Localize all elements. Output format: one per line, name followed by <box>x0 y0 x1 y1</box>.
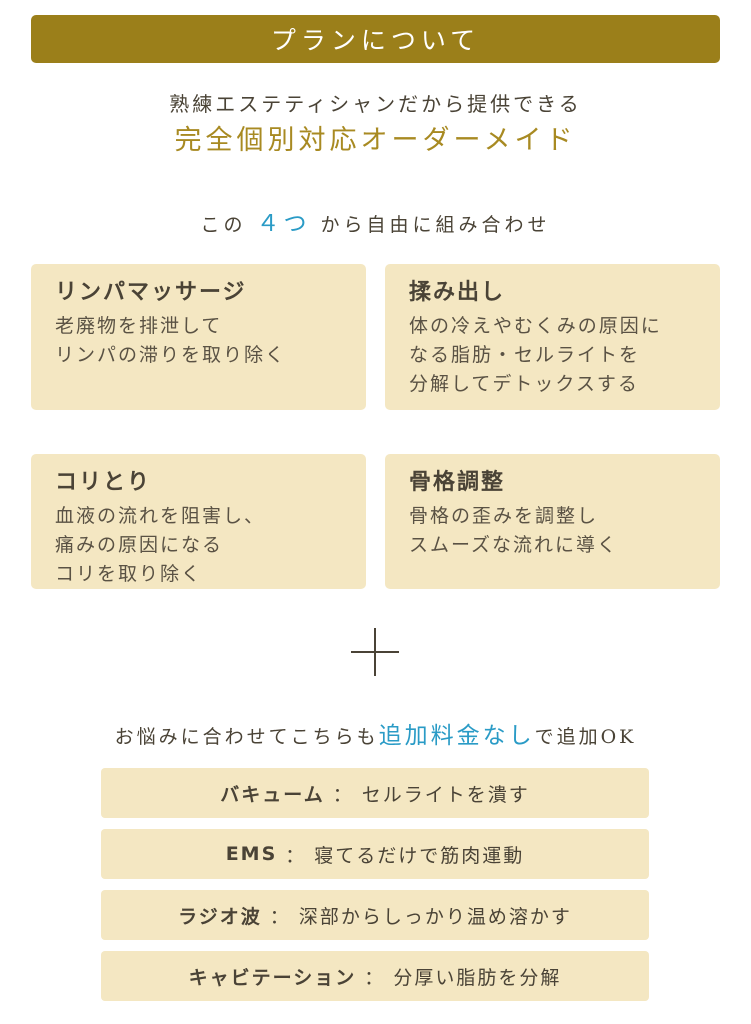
plan-card-title: リンパマッサージ <box>55 280 247 305</box>
addon-name: キャビテーション <box>188 966 357 989</box>
plan-card-line: 痛みの原因になる <box>55 534 224 556</box>
addon-vacuum: バキューム ： セルライトを潰す <box>101 768 649 818</box>
addon-lead-prefix: お悩みに合わせてこちらも <box>114 726 379 748</box>
banner-title: プランについて <box>270 26 481 55</box>
plan-card-line: なる脂肪・セルライトを <box>409 344 641 366</box>
plan-card-title: 骨格調整 <box>409 470 506 495</box>
addon-radio: ラジオ波 ： 深部からしっかり温め溶かす <box>101 890 649 940</box>
section-banner: プランについて <box>31 15 720 63</box>
addon-lead-highlight: 追加料金なし <box>378 723 535 749</box>
intro-subtitle: 熟練エステティシャンだから提供できる <box>169 92 582 116</box>
plan-card-desc: 血液の流れを阻害し、 痛みの原因になる コリを取り除く <box>55 502 348 589</box>
plan-card-title: コリとり <box>55 470 152 495</box>
addon-desc: 分厚い脂肪を分解 <box>393 966 562 989</box>
plus-icon <box>351 628 399 676</box>
addon-separator: ： <box>285 844 307 867</box>
plan-card-kori: コリとり 血液の流れを阻害し、 痛みの原因になる コリを取り除く <box>31 454 366 589</box>
addon-desc: セルライトを潰す <box>361 783 530 806</box>
choose-number: ４つ <box>256 211 311 237</box>
choose-suffix: から自由に組み合わせ <box>320 214 551 236</box>
choose-caption: この ４つ から自由に組み合わせ <box>0 204 751 238</box>
addon-name: バキューム <box>220 783 325 806</box>
addon-separator: ： <box>269 905 291 928</box>
plan-card-line: 分解してデトックスする <box>409 373 639 395</box>
plan-card-desc: 骨格の歪みを調整し スムーズな流れに導く <box>409 502 702 560</box>
plan-card-title: 揉み出し <box>409 280 506 305</box>
addon-separator: ： <box>364 966 386 989</box>
addon-desc: 寝てるだけで筋肉運動 <box>314 844 525 867</box>
plan-card-line: コリを取り除く <box>55 563 203 585</box>
addon-name: EMS <box>225 843 278 865</box>
addon-lead: お悩みに合わせてこちらも追加料金なしで追加OK <box>0 716 751 750</box>
plan-card-desc: 体の冷えやむくみの原因に なる脂肪・セルライトを 分解してデトックスする <box>409 312 702 399</box>
intro-headline: 完全個別対応オーダーメイド <box>174 125 577 156</box>
plan-card-line: 血液の流れを阻害し、 <box>55 505 266 527</box>
plan-card-line: スムーズな流れに導く <box>409 534 619 556</box>
plan-card-kokkaku: 骨格調整 骨格の歪みを調整し スムーズな流れに導く <box>385 454 720 589</box>
addon-separator: ： <box>332 783 354 806</box>
addon-cavitation: キャビテーション ： 分厚い脂肪を分解 <box>101 951 649 1001</box>
plan-card-desc: 老廃物を排泄して リンパの滞りを取り除く <box>55 312 348 370</box>
plan-card-line: 骨格の歪みを調整し <box>409 505 599 527</box>
plan-card-momidashi: 揉み出し 体の冷えやむくみの原因に なる脂肪・セルライトを 分解してデトックスす… <box>385 264 720 410</box>
addon-desc: 深部からしっかり温め溶かす <box>298 905 572 928</box>
plan-card-lymph: リンパマッサージ 老廃物を排泄して リンパの滞りを取り除く <box>31 264 366 410</box>
addon-lead-suffix: で追加OK <box>534 726 637 748</box>
plan-card-line: 老廃物を排泄して <box>55 315 223 337</box>
addon-name: ラジオ波 <box>178 905 262 928</box>
addon-ems: EMS ： 寝てるだけで筋肉運動 <box>101 829 649 879</box>
plan-card-line: 体の冷えやむくみの原因に <box>409 315 662 337</box>
plan-card-line: リンパの滞りを取り除く <box>55 344 287 366</box>
choose-prefix: この <box>200 214 247 236</box>
